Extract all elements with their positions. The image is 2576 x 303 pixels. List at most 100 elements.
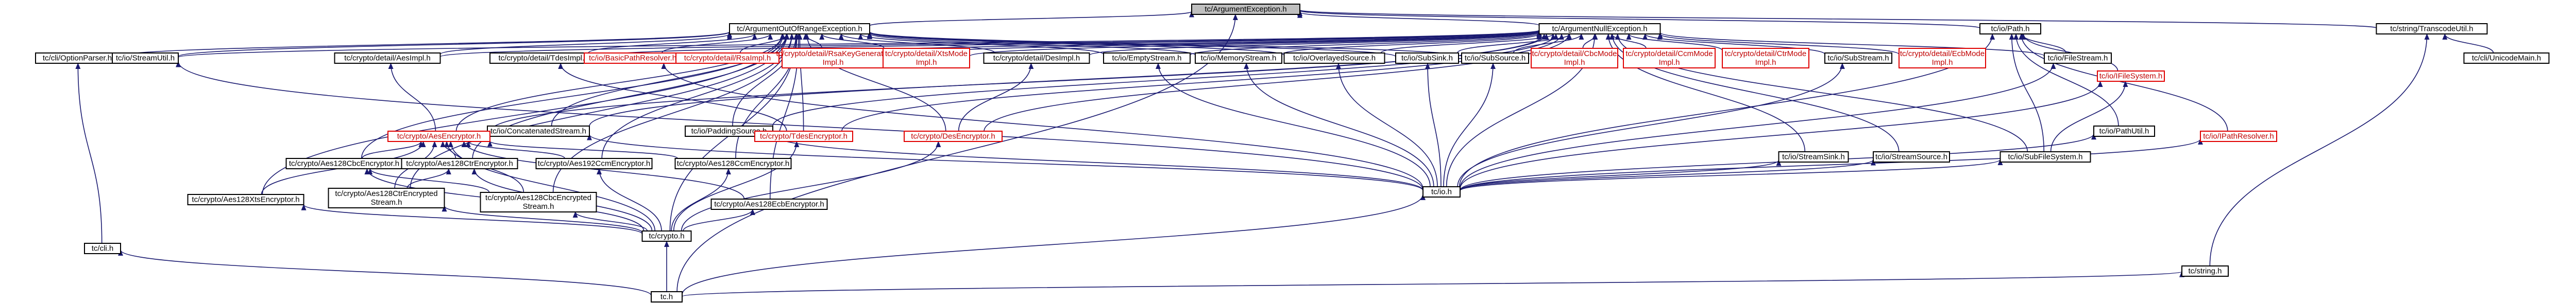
- edge-aesencryptor-to-aesimpl: [388, 63, 436, 132]
- graph-node-subsource[interactable]: tc/io/SubSource.h: [1461, 52, 1529, 64]
- node-label: tc/io/EmptyStream.h: [1112, 54, 1181, 63]
- edge-tc-to-io: [682, 193, 1426, 295]
- graph-node-aes128ccm[interactable]: tc/crypto/Aes128CcmEncryptor.h: [674, 158, 792, 169]
- graph-node-substream[interactable]: tc/io/SubStream.h: [1824, 52, 1892, 64]
- edge-io-to-memorystream: [1244, 63, 1434, 187]
- graph-node-tc[interactable]: tc.h: [651, 291, 683, 302]
- node-label: tc/crypto/Aes128CtrEncryptor.h: [406, 159, 513, 168]
- graph-node-aes128ctr[interactable]: tc/crypto/Aes128CtrEncryptor.h: [401, 158, 518, 169]
- graph-node-aes128xts[interactable]: tc/crypto/Aes128XtsEncryptor.h: [187, 194, 304, 205]
- node-box: [84, 243, 121, 254]
- edge-desimpl-to-argnull: [1089, 31, 1542, 56]
- graph-node-ifilesystem[interactable]: tc/io/IFileSystem.h: [2097, 70, 2165, 82]
- node-label: tc/crypto/TdesEncryptor.h: [760, 132, 848, 141]
- edge-io-to-streamsource: [1460, 159, 1876, 191]
- edge-tdesencryptor-to-tdesimpl: [558, 63, 787, 132]
- graph-node-outofrange[interactable]: tc/ArgumentOutOfRangeException.h: [729, 23, 870, 34]
- graph-node-memorystream[interactable]: tc/io/MemoryStream.h: [1195, 52, 1282, 64]
- edge-ecbmode-to-argnull: [1657, 33, 1900, 55]
- graph-node-aes128ecb[interactable]: tc/crypto/Aes128EcbEncryptor.h: [710, 199, 828, 210]
- graph-node-crypto[interactable]: tc/crypto.h: [641, 230, 692, 242]
- graph-node-desencryptor[interactable]: tc/crypto/DesEncryptor.h: [904, 131, 1003, 142]
- graph-node-transcodeutil[interactable]: tc/string/TranscodeUtil.h: [2376, 23, 2488, 34]
- graph-node-tcstring[interactable]: tc/string.h: [2181, 265, 2229, 277]
- node-box: [904, 131, 1003, 142]
- graph-node-cli[interactable]: tc/cli.h: [84, 243, 121, 254]
- node-box: [883, 48, 970, 68]
- graph-node-pathutil[interactable]: tc/io/PathUtil.h: [2093, 126, 2155, 137]
- graph-node-tdesimpl[interactable]: tc/crypto/detail/TdesImpl.h: [489, 52, 598, 64]
- graph-node-emptystream[interactable]: tc/io/EmptyStream.h: [1103, 52, 1191, 64]
- graph-node-overlayedsource[interactable]: tc/io/OverlayedSource.h: [1283, 52, 1385, 64]
- graph-node-optionparser[interactable]: tc/cli/OptionParser.h: [35, 52, 120, 64]
- edge-overlayedsource-to-outofrange: [867, 32, 1285, 56]
- edge-crypto-to-aes128ecb: [683, 209, 755, 231]
- edge-io-to-subfilesystem: [1460, 159, 2003, 191]
- graph-node-aes192ccm[interactable]: tc/crypto/Aes192CcmEncryptor.h: [535, 158, 653, 169]
- graph-node-subsink[interactable]: tc/io/SubSink.h: [1395, 52, 1459, 64]
- graph-node-streamsink[interactable]: tc/io/StreamSink.h: [1778, 151, 1849, 163]
- node-label: Impl.h: [1932, 58, 1953, 67]
- node-label: tc/io/SubSource.h: [1465, 54, 1526, 63]
- graph-node-argnull[interactable]: tc/ArgumentNullException.h: [1538, 23, 1661, 34]
- node-label: Stream.h: [523, 202, 554, 211]
- edge-crypto-to-aesencryptor: [448, 141, 656, 231]
- edge-basicpathresolver-to-outofrange: [662, 33, 773, 54]
- graph-node-unicodemain[interactable]: tc/cli/UnicodeMain.h: [2463, 52, 2550, 64]
- node-label: tc/crypto/Aes128EcbEncryptor.h: [714, 200, 824, 209]
- node-box: [1999, 151, 2091, 163]
- graph-node-basicpathresolver[interactable]: tc/io/BasicPathResolver.h: [584, 52, 682, 64]
- node-label: tc/io/IFileSystem.h: [2099, 72, 2163, 81]
- node-box: [1195, 52, 1282, 64]
- node-box: [2044, 52, 2112, 64]
- edge-io-to-ifilesystem: [1460, 81, 2103, 189]
- edge-io-to-basicpathresolver: [661, 63, 1423, 189]
- graph-node-subfilesystem[interactable]: tc/io/SubFileSystem.h: [1999, 151, 2091, 163]
- node-box: [387, 131, 490, 142]
- node-label: tc/crypto/Aes128CbcEncrypted: [485, 193, 591, 202]
- graph-node-streamutil[interactable]: tc/io/StreamUtil.h: [112, 52, 179, 64]
- node-box: [675, 52, 779, 64]
- node-label: tc/io/StreamUtil.h: [116, 54, 175, 63]
- graph-node-aes128cbc[interactable]: tc/crypto/Aes128CbcEncryptor.h: [285, 158, 403, 169]
- graph-node-iopath[interactable]: tc/io/Path.h: [1979, 23, 2041, 34]
- graph-node-tdesencryptor[interactable]: tc/crypto/TdesEncryptor.h: [754, 131, 853, 142]
- node-label: tc/io/ConcatenatedStream.h: [490, 127, 586, 136]
- node-label: tc/cli.h: [92, 244, 114, 253]
- graph-node-io[interactable]: tc/io.h: [1422, 186, 1461, 198]
- edge-streamsink-to-argnull: [1605, 33, 1806, 152]
- graph-node-paddingsource[interactable]: tc/io/PaddingSource.h: [685, 126, 773, 137]
- graph-node-filestream[interactable]: tc/io/FileStream.h: [2044, 52, 2112, 64]
- node-box: [480, 192, 597, 212]
- graph-node-aesimpl[interactable]: tc/crypto/detail/AesImpl.h: [334, 52, 441, 64]
- node-box: [334, 52, 441, 64]
- node-label: tc/crypto/Aes128CtrEncrypted: [335, 189, 437, 198]
- node-box: [328, 188, 445, 208]
- edge-concatstream-to-outofrange: [551, 33, 789, 127]
- edge-crypto-to-aes192ccm: [597, 168, 662, 231]
- edge-subfilesystem-to-iopath: [2009, 33, 2045, 152]
- graph-node-ipathresolver[interactable]: tc/io/IPathResolver.h: [2200, 131, 2277, 142]
- nodes-layer: tc/ArgumentException.h tc/ArgumentOutOfRa…: [35, 4, 2550, 302]
- graph-node-argexc[interactable]: tc/ArgumentException.h: [1191, 4, 1300, 15]
- graph-node-streamsource[interactable]: tc/io/StreamSource.h: [1873, 151, 1950, 163]
- graph-node-desimpl[interactable]: tc/crypto/detail/DesImpl.h: [983, 52, 1090, 64]
- edge-io-to-paddingsource: [770, 134, 1423, 191]
- edge-aes192ccm-to-aesencryptor: [465, 141, 566, 159]
- node-box: [1422, 186, 1461, 198]
- node-label: Impl.h: [1659, 58, 1680, 67]
- edge-paddingsource-to-argnull: [772, 33, 1558, 127]
- graph-node-concatstream[interactable]: tc/io/ConcatenatedStream.h: [487, 126, 590, 137]
- node-label: tc/crypto/detail/CbcMode: [1532, 49, 1617, 58]
- graph-node-rsaimpl[interactable]: tc/crypto/detail/RsaImpl.h: [675, 52, 779, 64]
- graph-node-aesencryptor[interactable]: tc/crypto/AesEncryptor.h: [387, 131, 490, 142]
- edge-iopath-to-argexc: [1297, 10, 1980, 29]
